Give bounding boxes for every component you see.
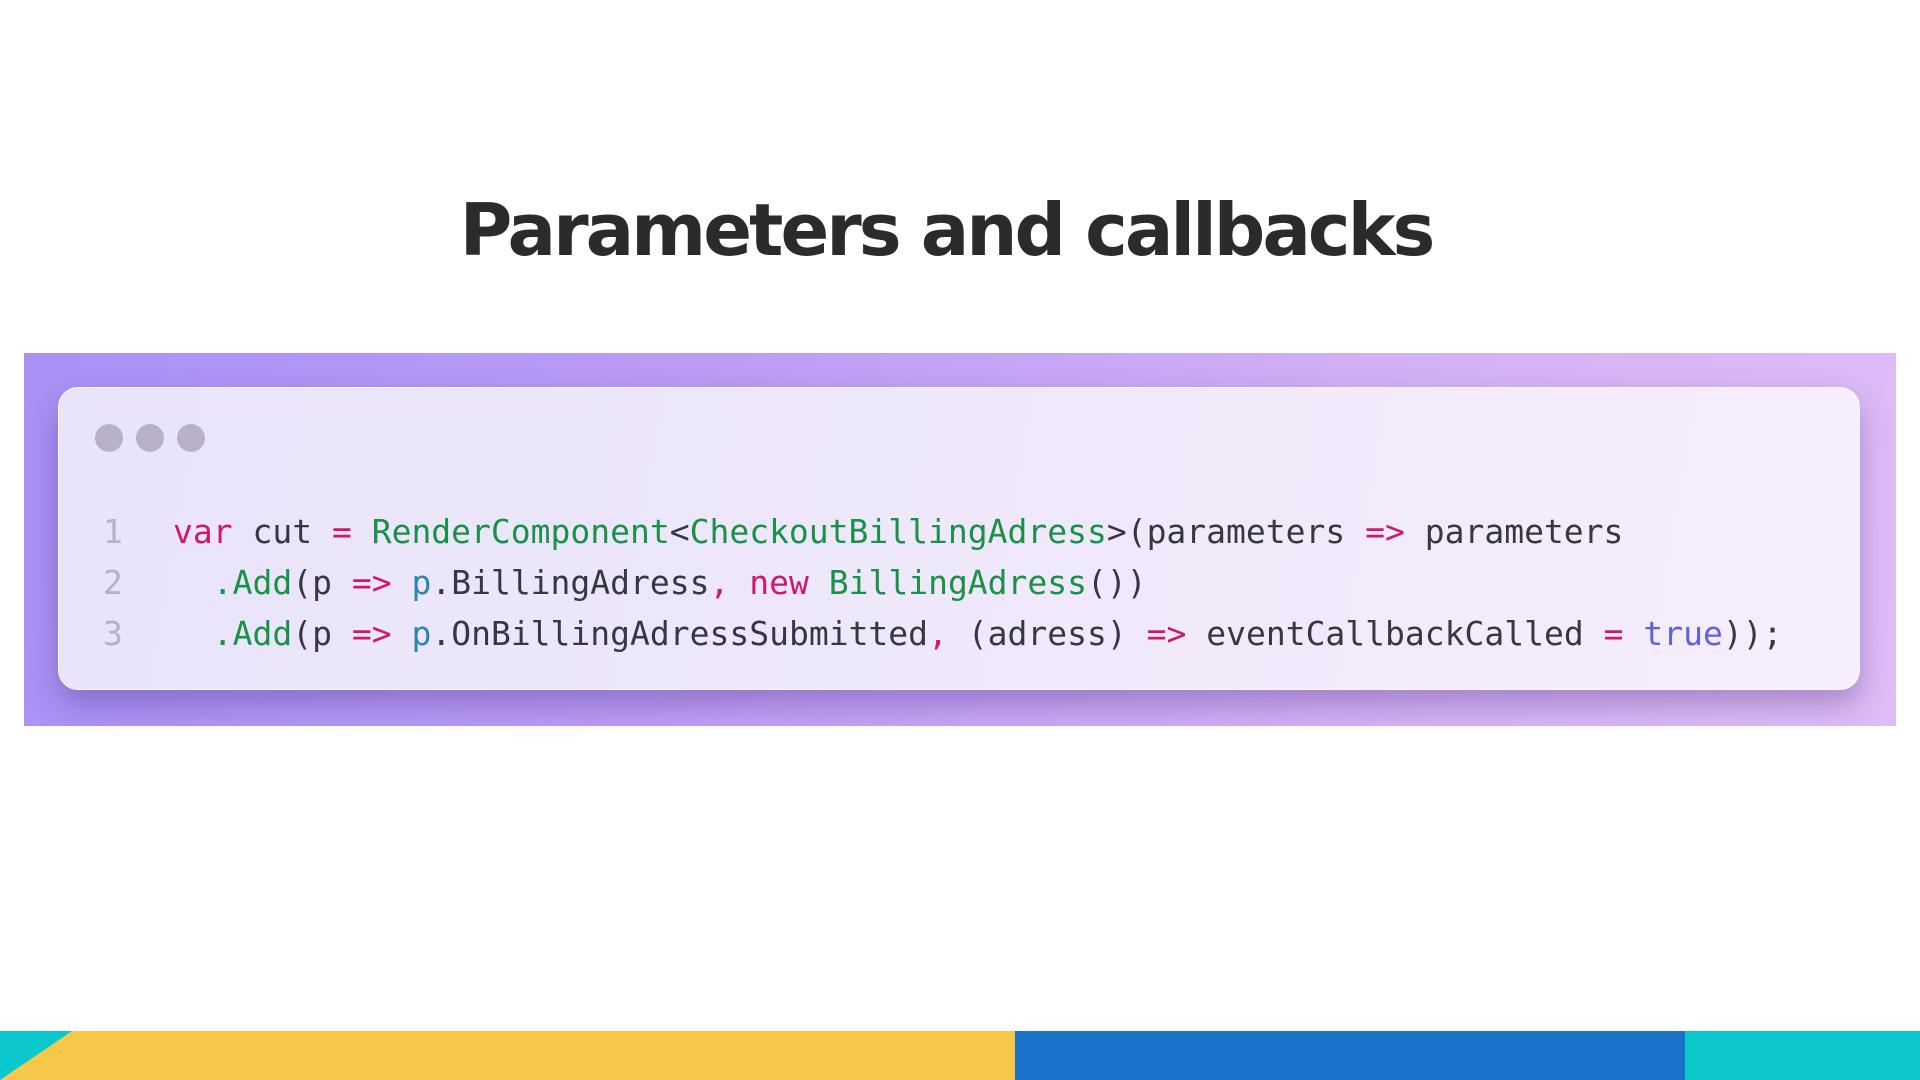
- code-token: RenderComponent: [371, 512, 670, 551]
- code-token: ));: [1722, 614, 1783, 653]
- code-token: [173, 614, 213, 653]
- code-token: >(parameters: [1106, 512, 1366, 551]
- code-token: [173, 563, 213, 602]
- line-number: 2: [103, 563, 123, 602]
- code-token: [729, 563, 749, 602]
- code-line-content: .Add(p => p.OnBillingAdressSubmitted, (a…: [173, 608, 1783, 659]
- code-token: =: [1603, 614, 1624, 653]
- code-token: true: [1643, 614, 1723, 653]
- code-window: 1 var cut = RenderComponent<CheckoutBilli…: [58, 387, 1860, 690]
- code-token: (p: [292, 614, 352, 653]
- code-token: =>: [351, 614, 392, 653]
- line-number: 3: [103, 614, 123, 653]
- code-token: var: [173, 512, 233, 551]
- line-number: 1: [103, 512, 123, 551]
- code-token: =>: [351, 563, 392, 602]
- window-dot-icon: [177, 424, 205, 452]
- code-token: new: [749, 563, 809, 602]
- window-dot-icon: [95, 424, 123, 452]
- code-frame: 1 var cut = RenderComponent<CheckoutBilli…: [24, 353, 1896, 726]
- code-token: .OnBillingAdressSubmitted: [431, 614, 929, 653]
- code-token: =>: [1146, 614, 1187, 653]
- code-token: BillingAdress: [828, 563, 1088, 602]
- code-token: ()): [1087, 563, 1147, 602]
- slide-title: Parameters and callbacks: [459, 188, 1436, 272]
- footer-bar-teal: [1685, 1031, 1920, 1080]
- footer-corner-triangle: [0, 1031, 72, 1080]
- window-dot-icon: [136, 424, 164, 452]
- code-token: (p: [292, 563, 352, 602]
- code-token: [352, 512, 372, 551]
- code-token: parameters: [1404, 512, 1624, 551]
- footer-bar-yellow: [0, 1031, 1015, 1080]
- window-controls: [95, 424, 205, 452]
- code-line-content: .Add(p => p.BillingAdress, new BillingAd…: [173, 557, 1147, 608]
- code-token: .BillingAdress: [431, 563, 710, 602]
- code-token: cut: [232, 512, 332, 551]
- code-token: (adress): [947, 614, 1147, 653]
- code-token: eventCallbackCalled: [1186, 614, 1604, 653]
- code-token: [392, 614, 412, 653]
- code-line: 1 var cut = RenderComponent<CheckoutBilli…: [103, 506, 1782, 557]
- code-token: CheckoutBillingAdress: [689, 512, 1107, 551]
- code-token: ,: [709, 563, 730, 602]
- code-token: .Add: [212, 614, 293, 653]
- code-token: [809, 563, 829, 602]
- code-token: =>: [1365, 512, 1405, 551]
- code-token: p: [411, 563, 432, 602]
- footer-bar-blue: [1015, 1031, 1685, 1080]
- code-line: 3 .Add(p => p.OnBillingAdressSubmitted, …: [103, 608, 1782, 659]
- code-token: [392, 563, 412, 602]
- code-token: .Add: [212, 563, 293, 602]
- code-token: [1623, 614, 1643, 653]
- code-block: 1 var cut = RenderComponent<CheckoutBilli…: [103, 506, 1782, 659]
- code-token: <: [669, 512, 690, 551]
- code-token: ,: [928, 614, 948, 653]
- code-token: p: [411, 614, 432, 653]
- code-token: =: [331, 512, 352, 551]
- code-line: 2 .Add(p => p.BillingAdress, new Billing…: [103, 557, 1782, 608]
- code-line-content: var cut = RenderComponent<CheckoutBillin…: [173, 506, 1623, 557]
